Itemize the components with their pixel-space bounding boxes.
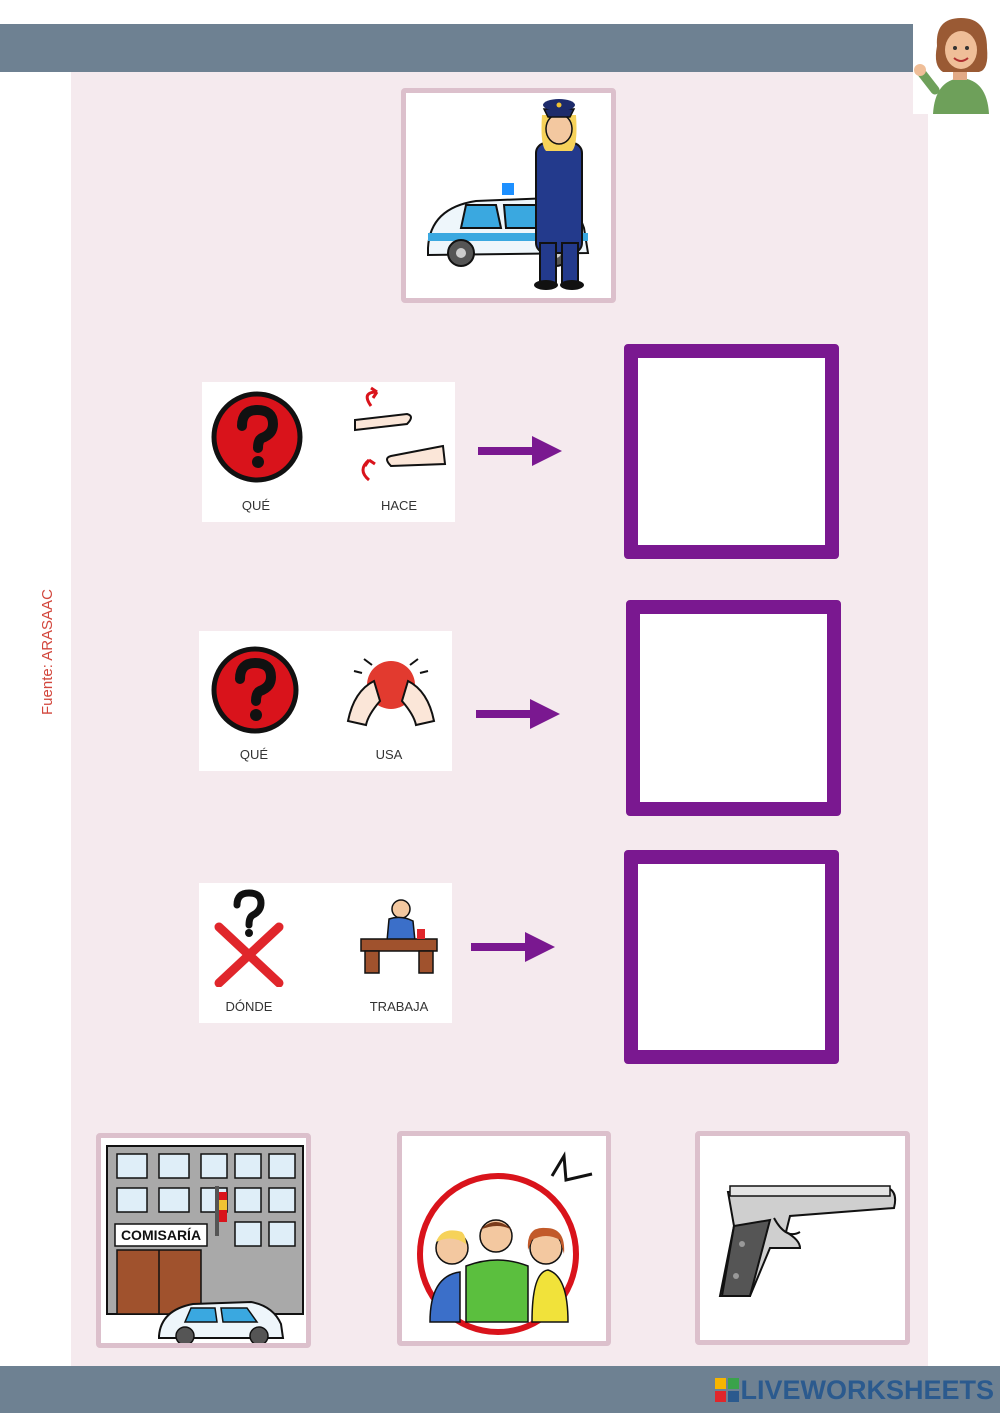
arrow-icon: [471, 932, 555, 962]
live-mark-icon: [715, 1378, 740, 1402]
question-word-left: QUÉ: [241, 498, 271, 513]
station-sign: COMISARÍA: [121, 1227, 201, 1243]
question-card-what-does: QUÉ HACE: [202, 382, 455, 522]
bottom-bar: [0, 1366, 1000, 1413]
pistol-image: [718, 1185, 897, 1297]
liveworksheets-text: LIVEWORKSHEETS: [740, 1374, 994, 1405]
answer-drop-box-what-does[interactable]: [624, 344, 839, 559]
arrow-icon: [476, 699, 560, 729]
question-word-left: DÓNDE: [225, 999, 273, 1014]
answer-drop-box-what-uses[interactable]: [626, 600, 841, 816]
help-people-option[interactable]: [397, 1131, 611, 1346]
question-word-right: USA: [375, 747, 403, 762]
use-hands-icon: [346, 658, 436, 727]
question-mark-icon: [211, 391, 303, 483]
question-card-what-uses: QUÉ USA: [199, 631, 452, 771]
police-station-option[interactable]: COMISARÍA: [96, 1133, 311, 1348]
arrow-icon: [478, 436, 562, 466]
answer-drop-box-where-works[interactable]: [624, 850, 839, 1064]
work-desk-icon: [360, 899, 438, 974]
top-bar: [0, 24, 913, 72]
give-hands-icon: [354, 386, 447, 482]
source-label: Fuente: ARASAAC: [39, 589, 56, 715]
question-mark-icon: [211, 646, 299, 734]
police-station-image: COMISARÍA: [106, 1145, 304, 1346]
question-card-where-works: DÓNDE TRABAJA: [199, 883, 452, 1023]
teacher-avatar: [913, 10, 999, 114]
liveworksheets-logo: LIVEWORKSHEETS: [714, 1372, 994, 1408]
question-word-right: HACE: [380, 498, 418, 513]
pistol-option[interactable]: [695, 1131, 910, 1345]
question-word-left: QUÉ: [239, 747, 269, 762]
where-cross-icon: [214, 889, 284, 987]
police-officer-image: [401, 88, 616, 303]
help-people-image: [417, 1151, 593, 1335]
question-word-right: TRABAJA: [369, 999, 429, 1014]
